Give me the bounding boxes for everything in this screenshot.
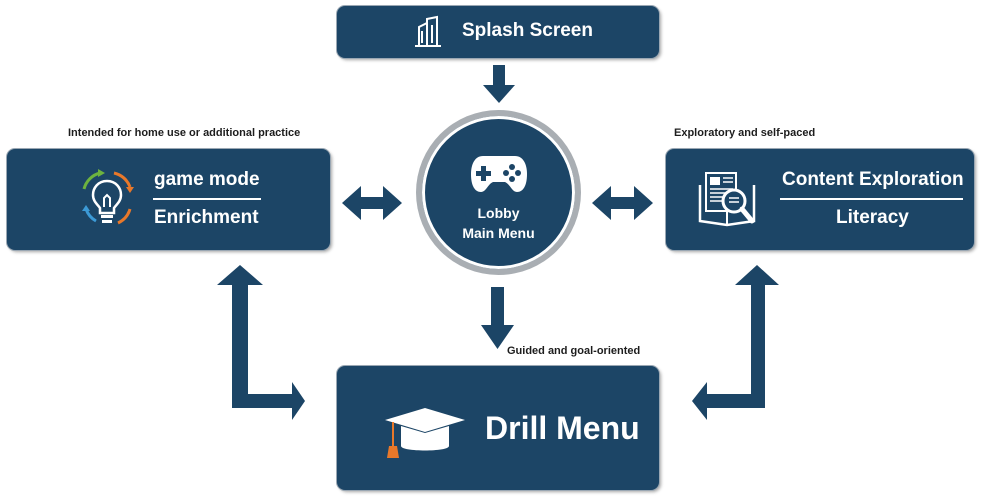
content-exploration-box[interactable]: Content Exploration Literacy — [666, 149, 974, 250]
arrow-lobby-literacy — [592, 186, 653, 220]
literacy-caption: Exploratory and self-paced — [674, 127, 816, 139]
drill-menu-label: Drill Menu — [485, 410, 640, 446]
arrow-lobby-to-drill — [481, 287, 514, 349]
enrichment-caption: Intended for home use or additional prac… — [68, 127, 301, 139]
splash-screen-box[interactable]: Splash Screen — [337, 6, 659, 58]
arrow-splash-to-lobby — [483, 65, 515, 103]
enrichment-subtitle: Enrichment — [154, 207, 259, 228]
literacy-divider — [780, 198, 963, 200]
literacy-subtitle: Literacy — [836, 207, 909, 228]
lobby-label: Lobby — [477, 205, 520, 221]
lobby-circle-inner — [422, 116, 575, 269]
enrichment-divider — [153, 198, 261, 200]
enrichment-box[interactable]: game mode Enrichment — [7, 149, 330, 250]
splash-screen-label: Splash Screen — [462, 20, 593, 41]
arrow-literacy-drill — [692, 265, 779, 420]
lightbulb-cycle-icon — [74, 165, 140, 236]
arrow-enrichment-lobby — [342, 186, 402, 220]
book-magnifier-icon — [694, 167, 760, 238]
gamepad-icon — [469, 152, 529, 199]
drill-caption: Guided and goal-oriented — [507, 345, 641, 357]
game-mode-title: game mode — [154, 169, 260, 190]
content-exploration-title: Content Exploration — [782, 169, 964, 190]
arrow-enrichment-drill — [217, 265, 305, 420]
lobby-main-menu[interactable]: Lobby Main Menu — [416, 110, 581, 275]
drill-menu-box[interactable]: Drill Menu — [337, 366, 659, 490]
main-menu-label: Main Menu — [462, 225, 535, 241]
graduation-cap-icon — [381, 402, 469, 467]
building-icon — [411, 15, 445, 54]
